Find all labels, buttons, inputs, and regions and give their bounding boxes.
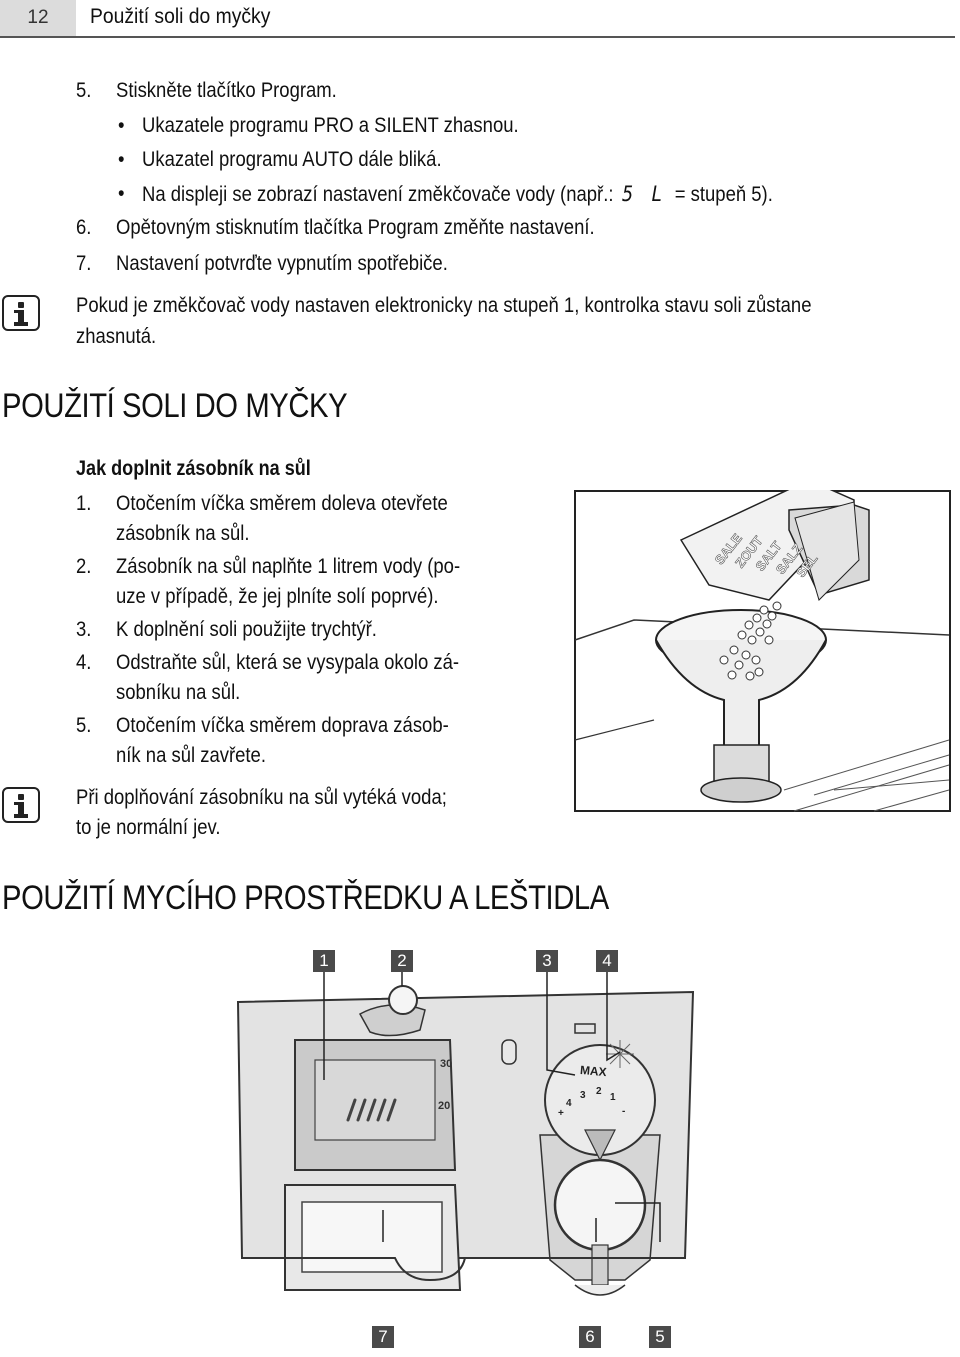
callout-3: 3 [536, 950, 558, 972]
callout-5: 5 [649, 1326, 671, 1348]
step-text: Opětovným stisknutím tlačítka Program zm… [116, 216, 595, 239]
step-number: 2. [76, 555, 92, 578]
step-number: 4. [76, 651, 92, 674]
note-text: zhasnutá. [76, 325, 157, 348]
info-icon [2, 295, 40, 331]
header-divider [0, 36, 955, 38]
callout-6: 6 [579, 1326, 601, 1348]
step-number: 1. [76, 492, 92, 515]
detergent-dispenser-illustration: 30 20 MAX 4 3 2 1 + - 1 2 3 4 5 6 7 [230, 940, 700, 1352]
callout-7: 7 [372, 1326, 394, 1348]
dial-label: + [558, 1108, 564, 1119]
step-text: sobníku na sůl. [116, 681, 241, 704]
step-text: K doplnění soli použijte trychtýř. [116, 618, 377, 641]
step-number: 3. [76, 618, 92, 641]
bullet-text-after: = stupeň 5). [669, 183, 773, 206]
scale-label: 30 [440, 1058, 453, 1070]
step-text: uze v případě, že jej plníte solí poprvé… [116, 585, 439, 608]
note-text: Při doplňování zásobníku na sůl vytéká v… [76, 786, 447, 809]
dial-label: 2 [596, 1086, 602, 1097]
page-header-title: Použití soli do myčky [90, 5, 271, 28]
bullet-text-display: Na displeji se zobrazí nastavení změkčov… [142, 182, 773, 207]
scale-label: 20 [438, 1100, 451, 1112]
step-number: 5. [76, 79, 92, 102]
dial-label-max: MAX [579, 1062, 608, 1080]
bullet-text-before: Na displeji se zobrazí nastavení změkčov… [142, 183, 619, 206]
step-text: ník na sůl zavřete. [116, 744, 266, 767]
display-readout: 5 L [622, 182, 667, 206]
dial-label: 4 [566, 1098, 572, 1109]
bullet-symbol: • [118, 114, 125, 137]
dial-label: - [622, 1106, 626, 1117]
callout-1: 1 [313, 950, 335, 972]
step-text: Otočením víčka směrem doleva otevřete [116, 492, 448, 515]
dial-label: 1 [610, 1092, 616, 1103]
bullet-symbol: • [118, 182, 125, 205]
step-number: 7. [76, 252, 92, 275]
note-text: Pokud je změkčovač vody nastaven elektro… [76, 294, 812, 317]
dispenser-drawing [236, 972, 695, 1296]
bullet-symbol: • [118, 148, 125, 171]
step-text: Nastavení potvrďte vypnutím spotřebiče. [116, 252, 448, 275]
step-number: 5. [76, 714, 92, 737]
step-text: Otočením víčka směrem doprava zásob- [116, 714, 449, 737]
callout-4: 4 [596, 950, 618, 972]
bullet-text: Ukazatel programu AUTO dále bliká. [142, 148, 442, 171]
step-text: zásobník na sůl. [116, 522, 250, 545]
callout-2: 2 [391, 950, 413, 972]
section-title: POUŽITÍ SOLI DO MYČKY [2, 387, 348, 425]
info-icon [2, 787, 40, 823]
note-text: to je normální jev. [76, 816, 221, 839]
dial-label: 3 [580, 1090, 586, 1101]
step-number: 6. [76, 216, 92, 239]
step-text: Odstraňte sůl, která se vysypala okolo z… [116, 651, 460, 674]
bullet-text: Ukazatele programu PRO a SILENT zhasnou. [142, 114, 519, 137]
step-text: Stiskněte tlačítko Program. [116, 79, 337, 102]
salt-refill-illustration: SALE ZOUT SALT SALZ SEL [574, 479, 951, 812]
page-number: 12 [0, 0, 76, 36]
section-title: POUŽITÍ MYCÍHO PROSTŘEDKU A LEŠTIDLA [2, 879, 609, 917]
section-subtitle: Jak doplnit zásobník na sůl [76, 457, 311, 480]
step-text: Zásobník na sůl naplňte 1 litrem vody (p… [116, 555, 461, 578]
